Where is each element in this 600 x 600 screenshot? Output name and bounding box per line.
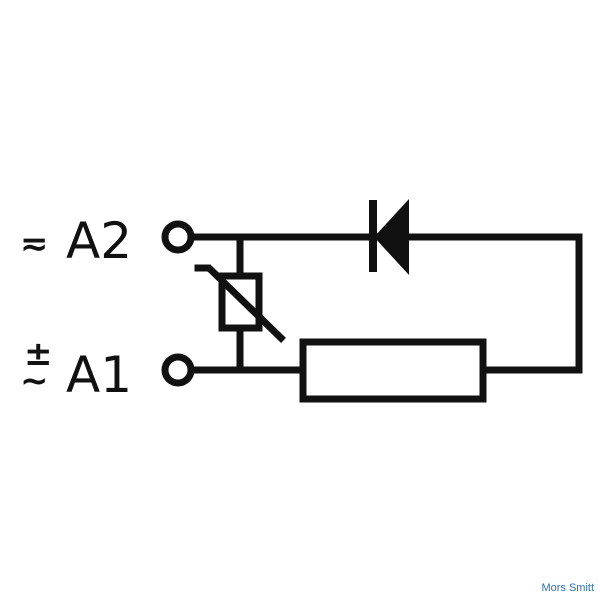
terminal-circle-a2 xyxy=(161,220,195,254)
diode-bar xyxy=(369,200,377,272)
brand-label: Mors Smitt xyxy=(541,582,594,594)
terminal-a2: ≂ A2 xyxy=(20,212,195,270)
ac-symbol-a1: ~ xyxy=(20,361,49,401)
varistor-symbol xyxy=(194,264,286,343)
diode-triangle xyxy=(374,199,409,275)
terminal-a1: ± ~ A1 xyxy=(20,334,195,404)
terminal-label-a2: A2 xyxy=(66,212,132,270)
terminal-circle-a1 xyxy=(161,353,195,387)
polarity-symbol-a2: ≂ xyxy=(20,224,49,264)
terminal-label-a1: A1 xyxy=(66,346,132,404)
varistor-body xyxy=(218,272,263,332)
diode-symbol xyxy=(369,199,409,275)
varistor-diagonal xyxy=(194,264,286,343)
resistor-symbol xyxy=(299,338,487,403)
polarity-symbol-a1: ± xyxy=(24,334,53,374)
